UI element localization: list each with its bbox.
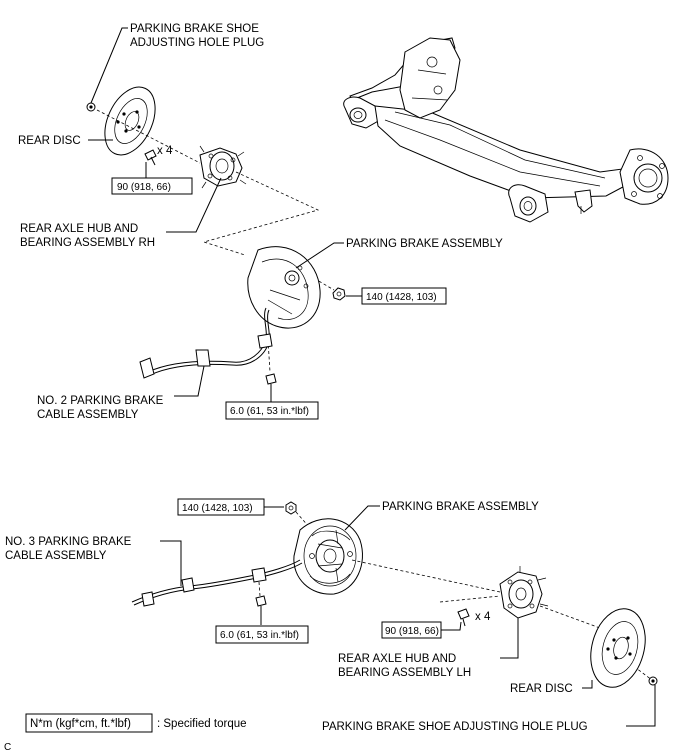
no3-parking-brake-cable [131,559,303,607]
rh-hub-bolt-torque: 90 (918, 66) [117,182,171,193]
rh-cable-bolt [265,373,277,392]
lh-nut-torque: 140 (1428, 103) [182,503,253,514]
rh-hub-leader [166,177,222,233]
rh-hub-label-1: REAR AXLE HUB AND [20,223,138,235]
rh-nut-torque-box [361,287,447,305]
lh-hub-bolt [457,608,470,627]
lh-hub-label-1: REAR AXLE HUB AND [338,653,456,665]
lh-hub-bolt-torque: 90 (918, 66) [385,626,439,637]
rh-dash-hub [202,171,320,256]
lh-hub-bolt-leader [441,621,462,631]
lh-pb-leader [344,505,380,531]
lh-plug-label: PARKING BRAKE SHOE ADJUSTING HOLE PLUG [322,721,588,733]
rh-plug-leader [90,27,128,104]
lh-axle-hub [499,566,549,619]
lh-cable-bolt-torque-box [215,625,309,644]
lh-backing-nut [285,501,297,515]
lh-hub-bolt-torque-box [381,621,442,639]
lh-parking-brake-assembly [293,518,363,595]
lh-hub-label-2: BEARING ASSEMBLY LH [338,667,471,679]
legend-torque-box [25,713,153,733]
rh-backing-nut [332,287,346,301]
rh-nut-torque: 140 (1428, 103) [366,292,437,303]
legend-description: : Specified torque [157,718,247,730]
rh-dash-disc [96,109,201,164]
rh-disc-label: REAR DISC [18,135,81,147]
no3-cable-label-1: NO. 3 PARKING BRAKE [5,536,132,548]
lh-dash-bolt [258,581,261,597]
rh-adjusting-hole-plug [86,102,96,112]
rh-plug-label-1: PARKING BRAKE SHOE [130,23,259,35]
no3-cable-label-2: CABLE ASSEMBLY [5,550,107,562]
no3-cable-leader [160,540,182,586]
no2-parking-brake-cable [139,307,273,379]
lh-cable-bolt-torque: 6.0 (61, 53 in.*lbf) [220,630,299,641]
no2-cable-leader [174,365,205,397]
lh-dash-hub-disc [539,605,601,629]
rh-hub-bolt [144,149,157,166]
lh-pb-label: PARKING BRAKE ASSEMBLY [382,501,539,513]
no2-cable-label-2: CABLE ASSEMBLY [37,409,139,421]
rh-cable-bolt-torque: 6.0 (61, 53 in.*lbf) [230,406,309,417]
lh-cable-bolt [255,595,267,612]
lh-disc-label: REAR DISC [510,683,573,695]
lh-disc-leader [582,680,593,689]
lh-dash-hub-bolt [439,595,501,603]
rh-cable-bolt-torque-box [225,401,319,420]
corner-code: C [4,742,11,753]
lh-adjusting-hole-plug [648,676,658,686]
rh-rear-disc [104,86,156,156]
no2-cable-label-1: NO. 2 PARKING BRAKE [37,395,164,407]
rh-parking-brake-assembly [247,246,321,329]
rh-pb-leader [295,242,344,269]
legend-torque-unit: N*m (kgf*cm, ft.*lbf) [30,718,131,730]
rear-axle-beam [343,37,669,223]
lh-plug-leader [626,685,656,727]
rh-bolt-qty: x 4 [157,145,173,157]
rh-hub-bolt-torque-box [111,177,193,195]
rh-axle-hub [199,145,247,189]
rh-hub-label-2: BEARING ASSEMBLY RH [20,237,155,249]
lh-rear-disc [590,608,646,688]
rh-pb-label: PARKING BRAKE ASSEMBLY [346,238,503,250]
lh-bolt-qty: x 4 [475,611,491,623]
lh-dash-plate-hub [351,559,501,593]
lh-hub-leader [500,618,519,659]
rh-plug-label-2: ADJUSTING HOLE PLUG [130,37,264,49]
